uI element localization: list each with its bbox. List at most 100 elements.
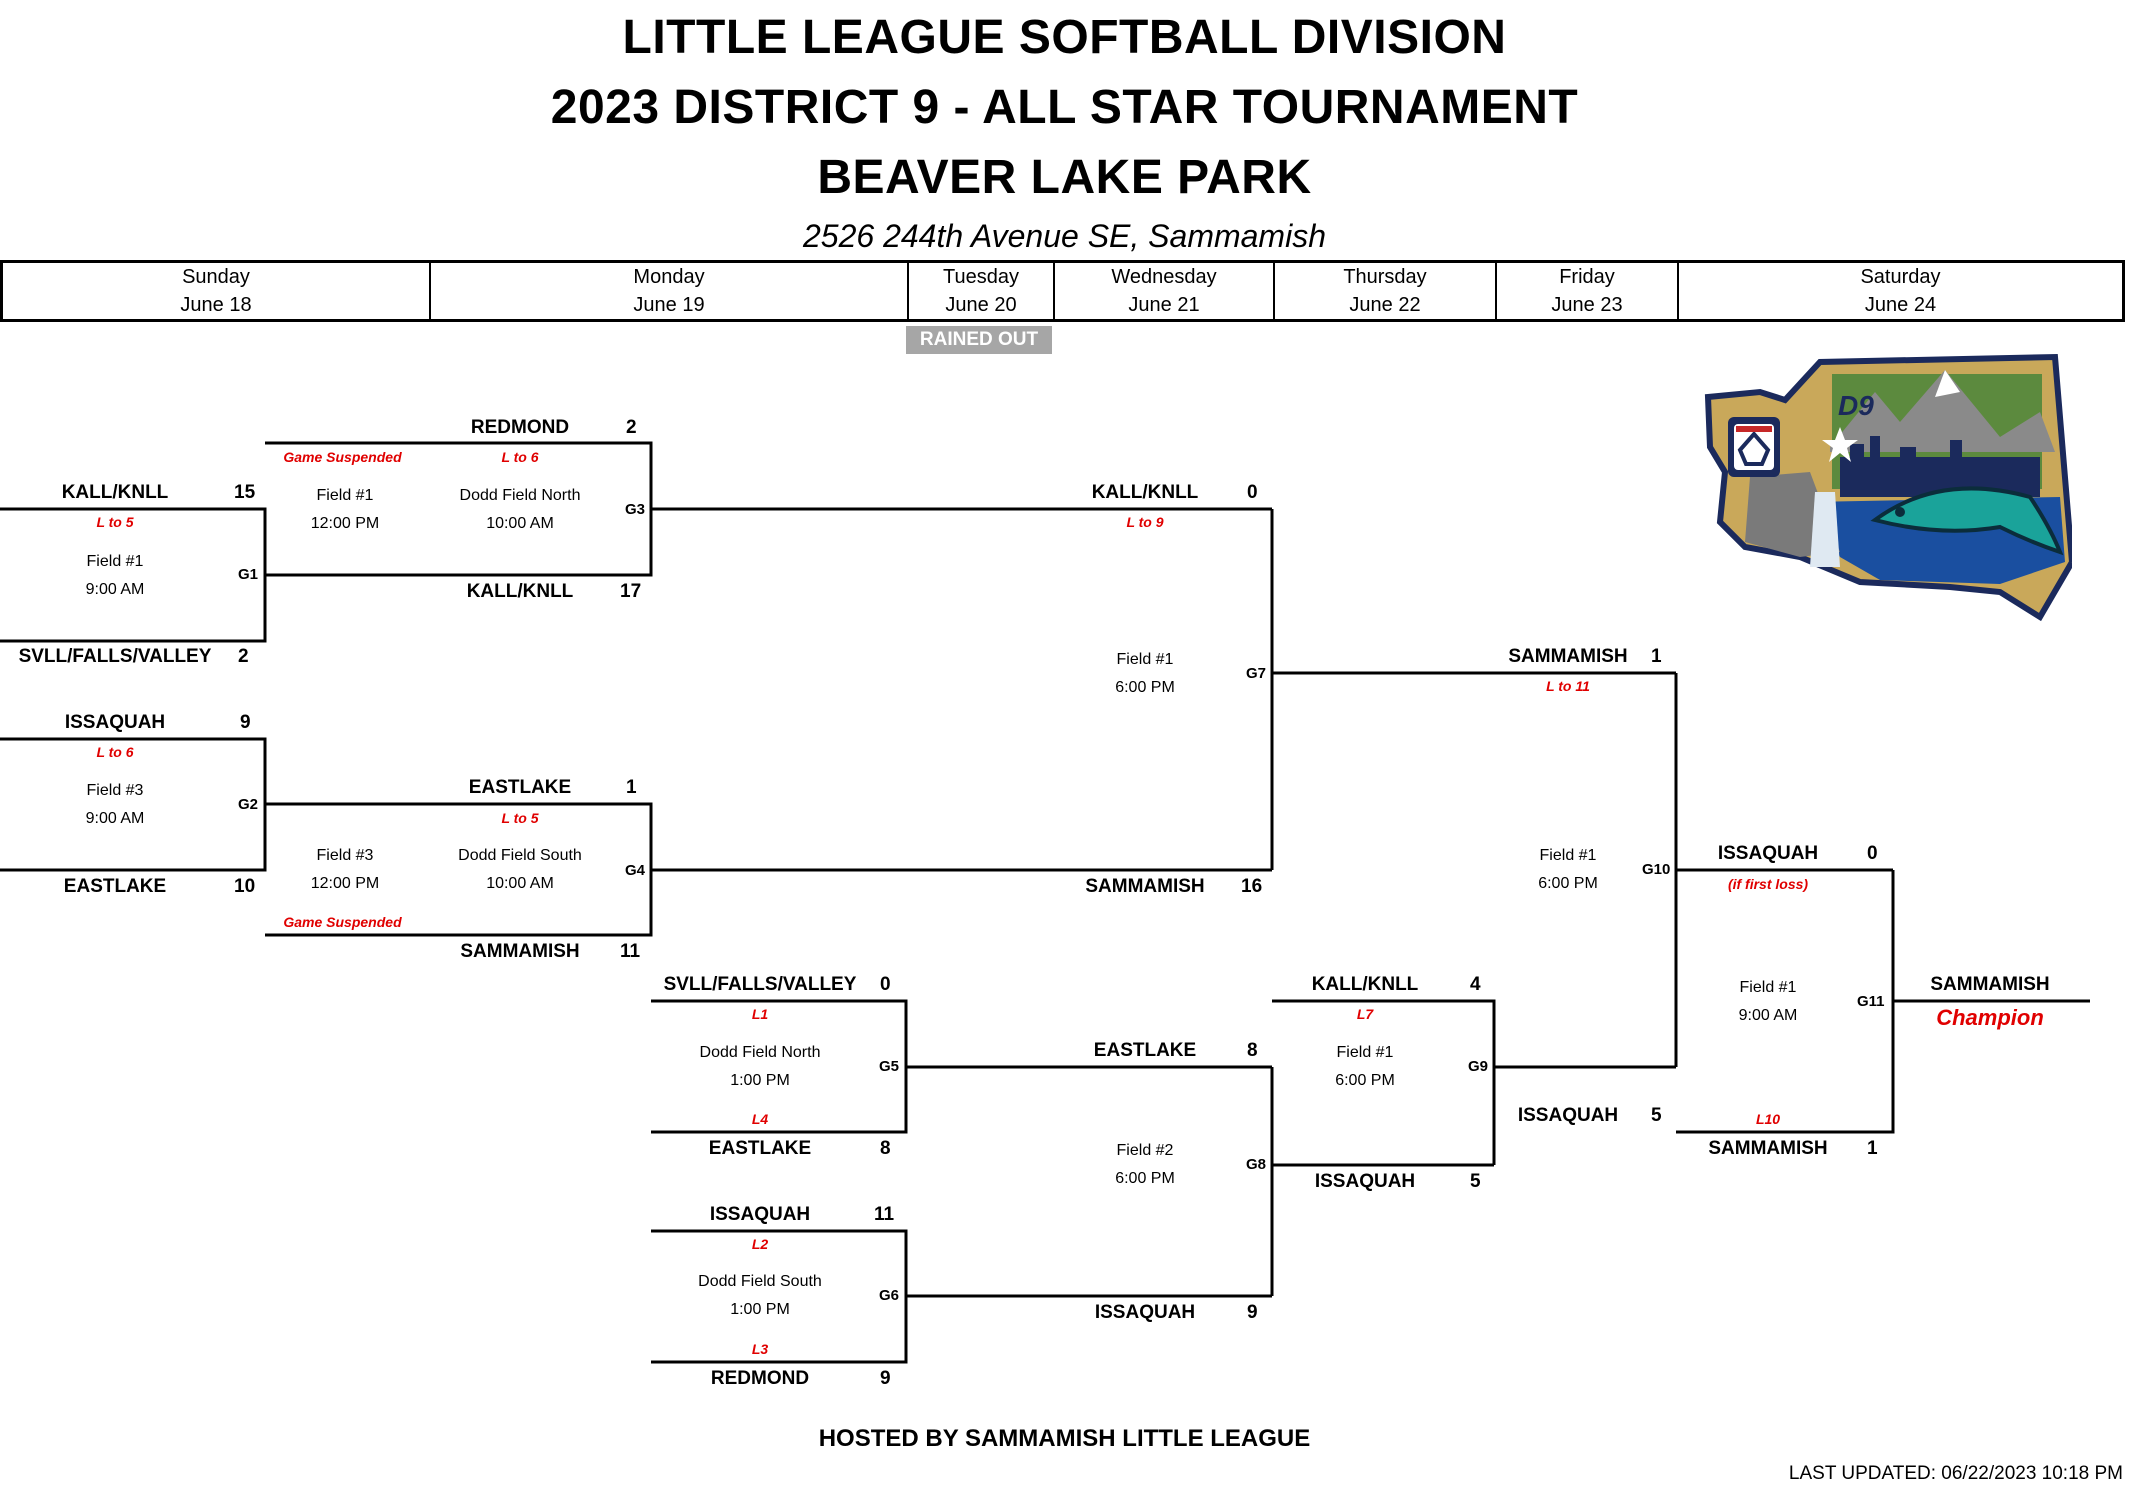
g1-bottom-score: 2: [238, 646, 249, 667]
champion-label: Champion: [1936, 1005, 2044, 1030]
g10-top-note: L to 11: [1546, 678, 1590, 694]
g8-field: Field #2: [1116, 1142, 1174, 1159]
day-name: Monday: [633, 266, 705, 288]
hosted-by-footer: HOSTED BY SAMMAMISH LITTLE LEAGUE: [818, 1425, 1311, 1452]
g4-bottom-score: 11: [620, 941, 641, 962]
champion-team: SAMMAMISH: [1930, 974, 2050, 995]
g11-bottom-team: SAMMAMISH: [1708, 1138, 1828, 1159]
day-date: June 18: [180, 294, 252, 316]
g8-bottom-team: ISSAQUAH: [1094, 1302, 1196, 1323]
g11-label: G11: [1857, 993, 1885, 1010]
g9-label: G9: [1468, 1058, 1489, 1075]
g4-time-b: 10:00 AM: [486, 875, 554, 892]
g4-bottom-team: SAMMAMISH: [460, 941, 580, 962]
g5-bottom-team: EASTLAKE: [708, 1138, 812, 1159]
g6-top-note: L2: [751, 1236, 769, 1252]
g6-bottom-note: L3: [751, 1341, 769, 1357]
g2-field: Field #3: [86, 782, 144, 799]
g4-top-team: EASTLAKE: [468, 777, 572, 798]
g8-time: 6:00 PM: [1115, 1170, 1175, 1187]
venue-address: 2526 244th Avenue SE, Sammamish: [803, 218, 1326, 254]
g6-bottom-team: REDMOND: [710, 1368, 810, 1389]
day-date: June 20: [945, 294, 1017, 316]
g4-top-note: L to 5: [501, 810, 539, 826]
g3-top-score: 2: [626, 417, 637, 438]
logo-text: D9: [1838, 390, 1874, 421]
g6-time: 1:00 PM: [730, 1301, 790, 1318]
g7-bottom-team: SAMMAMISH: [1085, 876, 1205, 897]
g1-time: 9:00 AM: [85, 581, 145, 598]
g4-label: G4: [625, 862, 646, 879]
g9-field: Field #1: [1336, 1044, 1394, 1061]
tournament-title: 2023 DISTRICT 9 - ALL STAR TOURNAMENT: [550, 81, 1579, 134]
g9-bracket-line: [1272, 999, 1496, 1165]
g7-label: G7: [1246, 665, 1267, 682]
g8-top-score: 8: [1247, 1040, 1258, 1061]
last-updated-timestamp: LAST UPDATED: 06/22/2023 10:18 PM: [1788, 1463, 2123, 1484]
day-name: Saturday: [1860, 266, 1941, 288]
g9-bottom-team: ISSAQUAH: [1314, 1171, 1416, 1192]
g1-label: G1: [238, 566, 259, 583]
g2-top-score: 9: [240, 712, 251, 733]
g10-top-team: SAMMAMISH: [1508, 646, 1628, 667]
g3-field-b: Dodd Field North: [459, 487, 581, 504]
g11-top-note: (if first loss): [1727, 876, 1809, 892]
g2-top-team: ISSAQUAH: [64, 712, 166, 733]
day-date: June 21: [1128, 294, 1200, 316]
g10-field: Field #1: [1539, 847, 1597, 864]
g10-time: 6:00 PM: [1538, 875, 1598, 892]
g4-field-a: Field #3: [316, 847, 374, 864]
g11-time: 9:00 AM: [1738, 1007, 1798, 1024]
g7-top-team: KALL/KNLL: [1091, 482, 1199, 503]
g6-field: Dodd Field South: [698, 1273, 822, 1290]
g4-time-a: 12:00 PM: [310, 875, 380, 892]
g5-bottom-note: L4: [751, 1111, 769, 1127]
g8-bottom-score: 9: [1247, 1302, 1258, 1323]
g6-label: G6: [879, 1287, 900, 1304]
g1-bottom-team: SVLL/FALLS/VALLEY: [18, 646, 212, 667]
page-title: LITTLE LEAGUE SOFTBALL DIVISION: [622, 11, 1507, 64]
g3-field-a: Field #1: [316, 487, 374, 504]
g6-top-score: 11: [874, 1204, 895, 1225]
g3-time-b: 10:00 AM: [486, 515, 554, 532]
day-name: Friday: [1559, 266, 1615, 288]
g8-top-team: EASTLAKE: [1093, 1040, 1197, 1061]
g11-bottom-note: L10: [1755, 1111, 1781, 1127]
g8-label: G8: [1246, 1156, 1267, 1173]
g6-bottom-score: 9: [880, 1368, 891, 1389]
g2-label: G2: [238, 796, 259, 813]
g1-top-note: L to 5: [96, 514, 134, 530]
g11-bracket-line: [1676, 870, 1895, 1134]
g11-bottom-score: 1: [1867, 1138, 1878, 1159]
g9-top-score: 4: [1470, 974, 1481, 995]
g9-bottom-score: 5: [1470, 1171, 1481, 1192]
day-name: Tuesday: [943, 266, 1019, 288]
g3-top-team: REDMOND: [470, 417, 570, 438]
g5-top-team: SVLL/FALLS/VALLEY: [663, 974, 857, 995]
g3-label: G3: [625, 501, 646, 518]
g5-label: G5: [879, 1058, 900, 1075]
g5-top-score: 0: [880, 974, 891, 995]
g11-top-score: 0: [1867, 843, 1878, 864]
g3-time-a: 12:00 PM: [310, 515, 380, 532]
venue-title: BEAVER LAKE PARK: [817, 151, 1312, 204]
g9-time: 6:00 PM: [1335, 1072, 1395, 1089]
day-date: June 19: [633, 294, 705, 316]
g10-bottom-team: ISSAQUAH: [1517, 1105, 1619, 1126]
g1-field: Field #1: [86, 553, 144, 570]
g11-top-team: ISSAQUAH: [1717, 843, 1819, 864]
g3-bottom-team: KALL/KNLL: [466, 581, 574, 602]
g4-field-b: Dodd Field South: [458, 847, 582, 864]
g9-top-note: L7: [1356, 1006, 1374, 1022]
g2-top-note: L to 6: [96, 744, 134, 760]
g7-top-note: L to 9: [1126, 514, 1164, 530]
g9-top-team: KALL/KNLL: [1311, 974, 1419, 995]
g2-time: 9:00 AM: [85, 810, 145, 827]
g7-field: Field #1: [1116, 651, 1174, 668]
